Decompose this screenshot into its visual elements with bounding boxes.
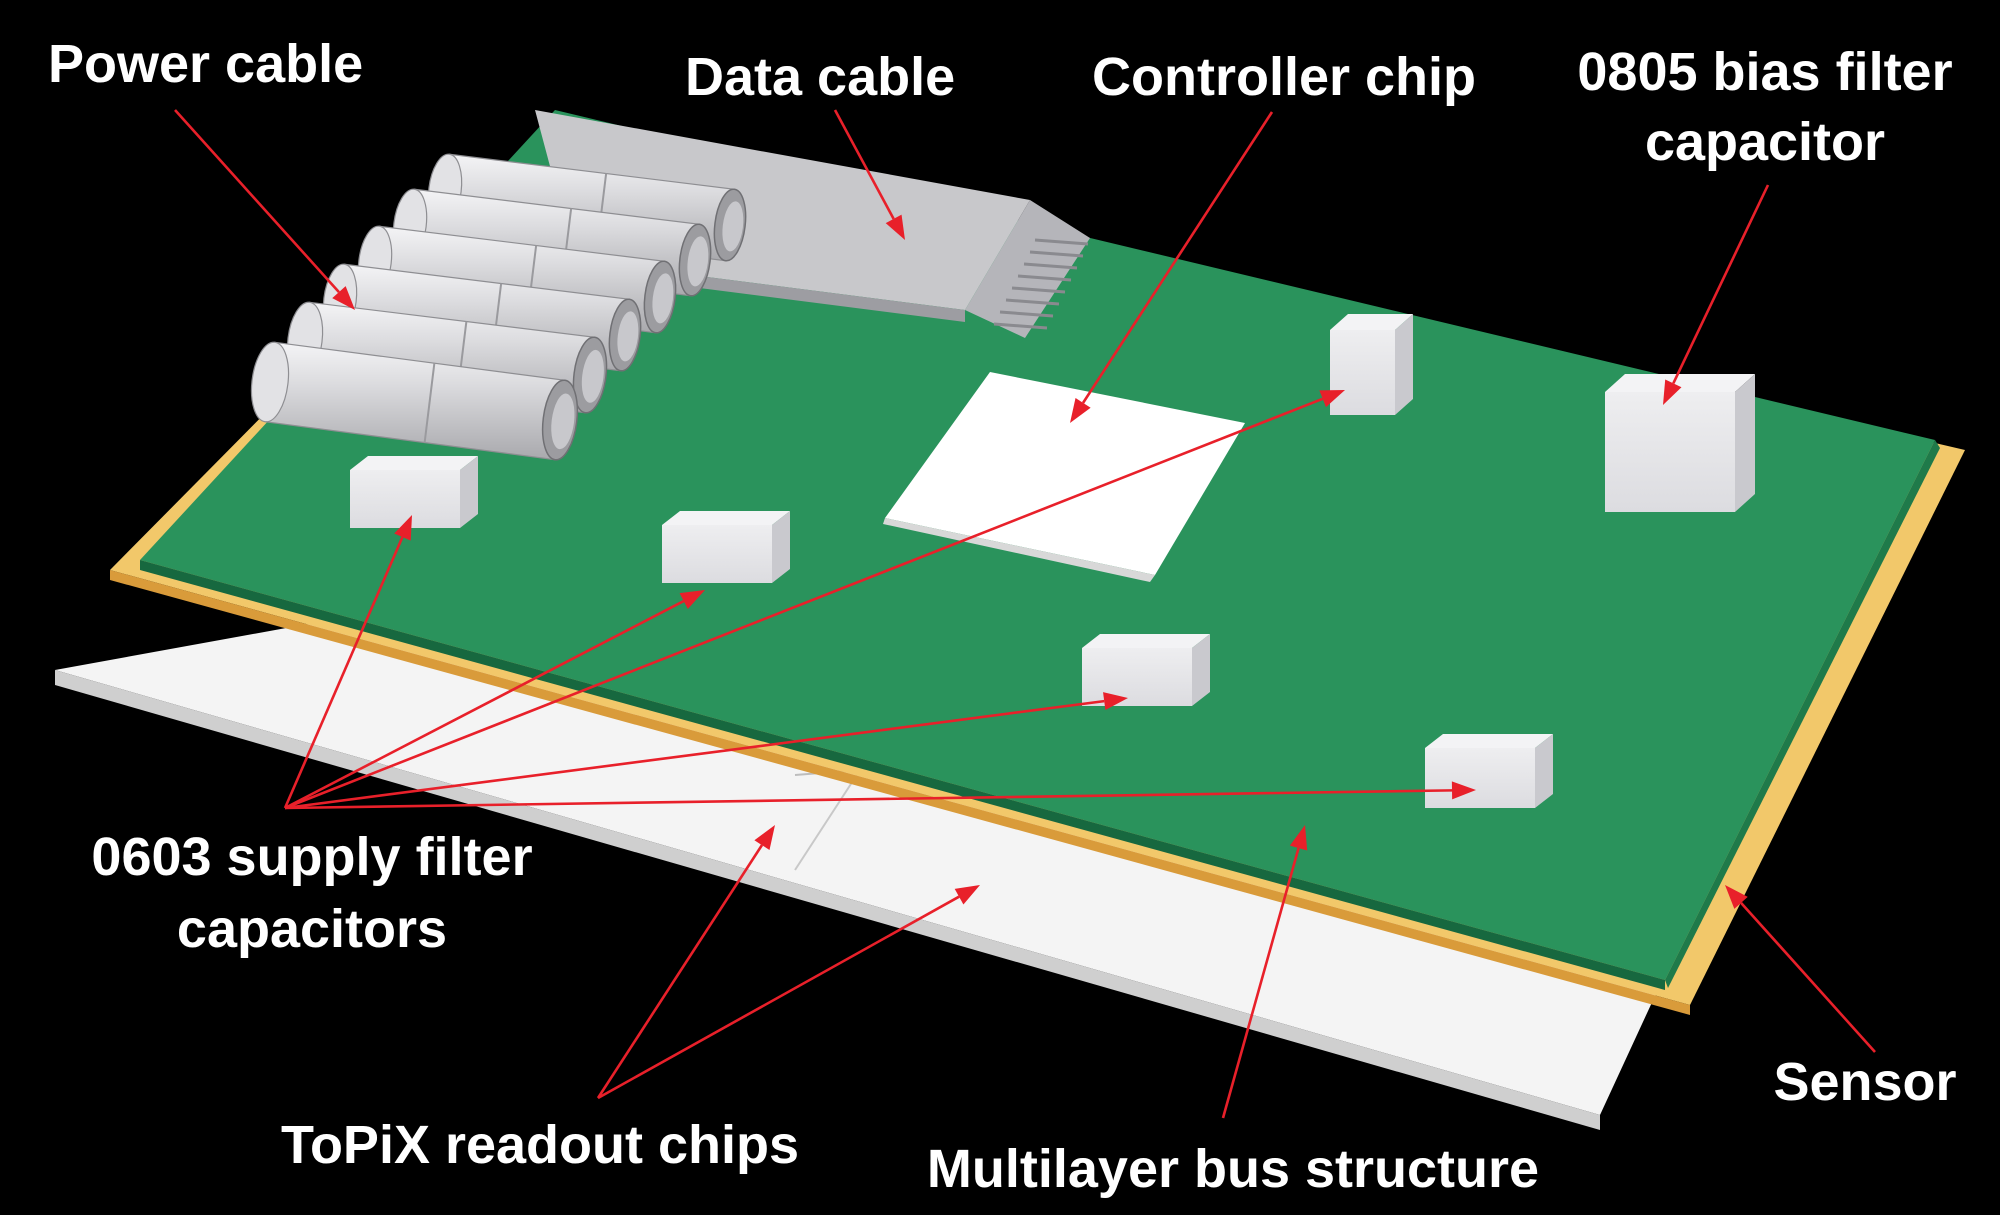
supply-capacitor-5	[1330, 314, 1413, 415]
power-cable-conductor	[250, 341, 579, 461]
supply-capacitor-2	[662, 511, 790, 583]
topix-chip-1-arrow	[596, 825, 775, 1099]
supply-capacitor-5-arrow	[284, 390, 1345, 810]
capacitors	[350, 314, 1755, 808]
bus-structure-arrow	[1221, 825, 1308, 1119]
bias-capacitor-0805	[1605, 374, 1755, 512]
labels: Power cable Data cable Controller chip 0…	[48, 34, 1957, 1199]
power-cable-arrow	[174, 109, 355, 310]
data-cable-conductors	[993, 238, 1089, 330]
supply-capacitors-label-line2: capacitors	[177, 899, 447, 959]
controller-chip-arrow	[1070, 111, 1274, 423]
supply-capacitor-1	[350, 456, 478, 528]
supply-capacitor-4	[1425, 734, 1553, 808]
controller-chip	[883, 372, 1245, 582]
bias-capacitor-arrow	[1663, 184, 1770, 405]
data-cable-label: Data cable	[685, 47, 955, 107]
topix-chips-label: ToPiX readout chips	[281, 1115, 799, 1175]
supply-capacitor-3-arrow	[284, 692, 1128, 810]
supply-capacitor-4-arrow	[284, 781, 1476, 810]
data-cable-arrow	[833, 109, 905, 240]
supply-capacitors-label-line1: 0603 supply filter	[91, 827, 532, 887]
callout-arrows	[174, 109, 1876, 1119]
bias-capacitor-label-line2: capacitor	[1645, 112, 1885, 172]
supply-capacitor-1-arrow	[283, 515, 412, 809]
bias-capacitor-label-line1: 0805 bias filter	[1577, 42, 1952, 102]
controller-chip-label: Controller chip	[1092, 47, 1476, 107]
supply-capacitor-3	[1082, 634, 1210, 706]
power-cable	[250, 153, 747, 461]
sensor-label: Sensor	[1773, 1052, 1956, 1112]
sensor-arrow	[1725, 885, 1876, 1053]
topix-chip-2-arrow	[597, 885, 980, 1100]
topix-readout-chips	[55, 560, 1660, 1130]
supply-capacitor-2-arrow	[284, 590, 705, 810]
power-cable-label: Power cable	[48, 34, 363, 94]
bus-structure-label: Multilayer bus structure	[927, 1139, 1539, 1199]
